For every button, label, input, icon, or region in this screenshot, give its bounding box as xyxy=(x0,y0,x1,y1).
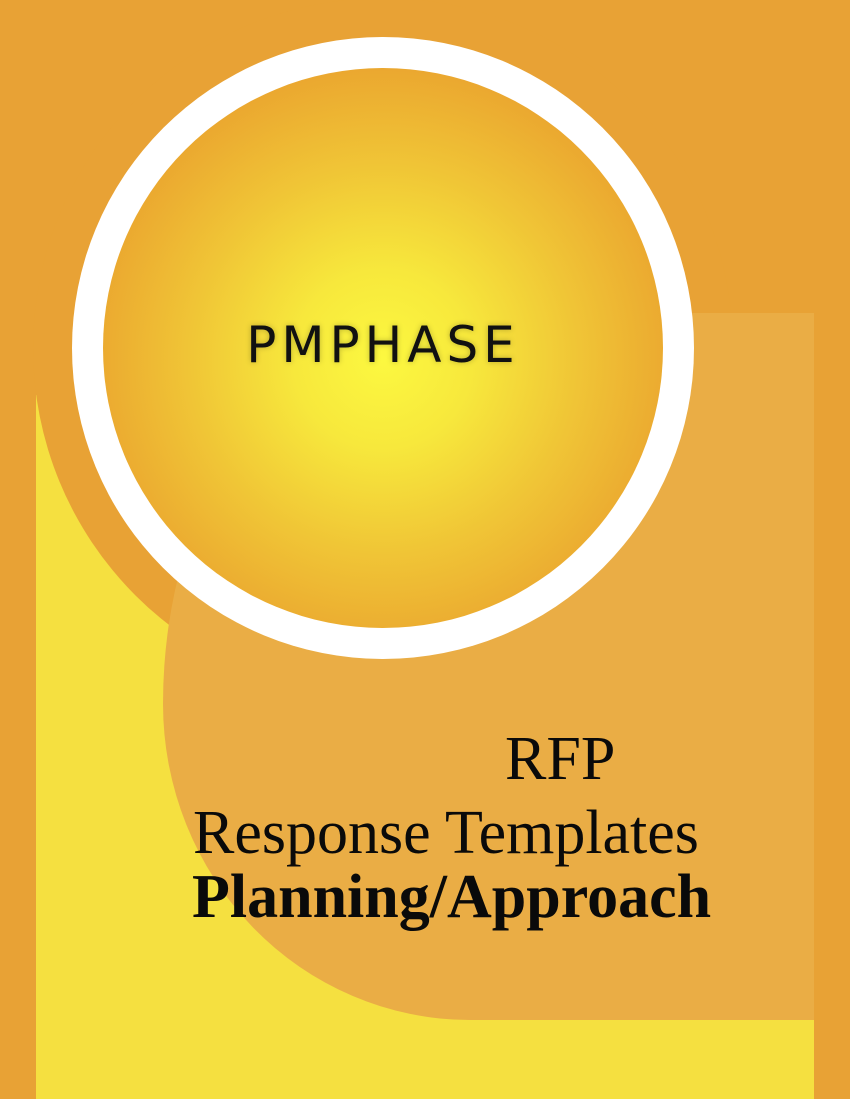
title-line-rfp: RFP xyxy=(505,725,616,793)
logo-circle: PMPHASE xyxy=(103,68,663,628)
title-line-planning-approach: Planning/Approach xyxy=(192,863,712,931)
title-line-response-templates: Response Templates xyxy=(193,799,699,867)
brand-logo-text: PMPHASE xyxy=(246,316,520,374)
